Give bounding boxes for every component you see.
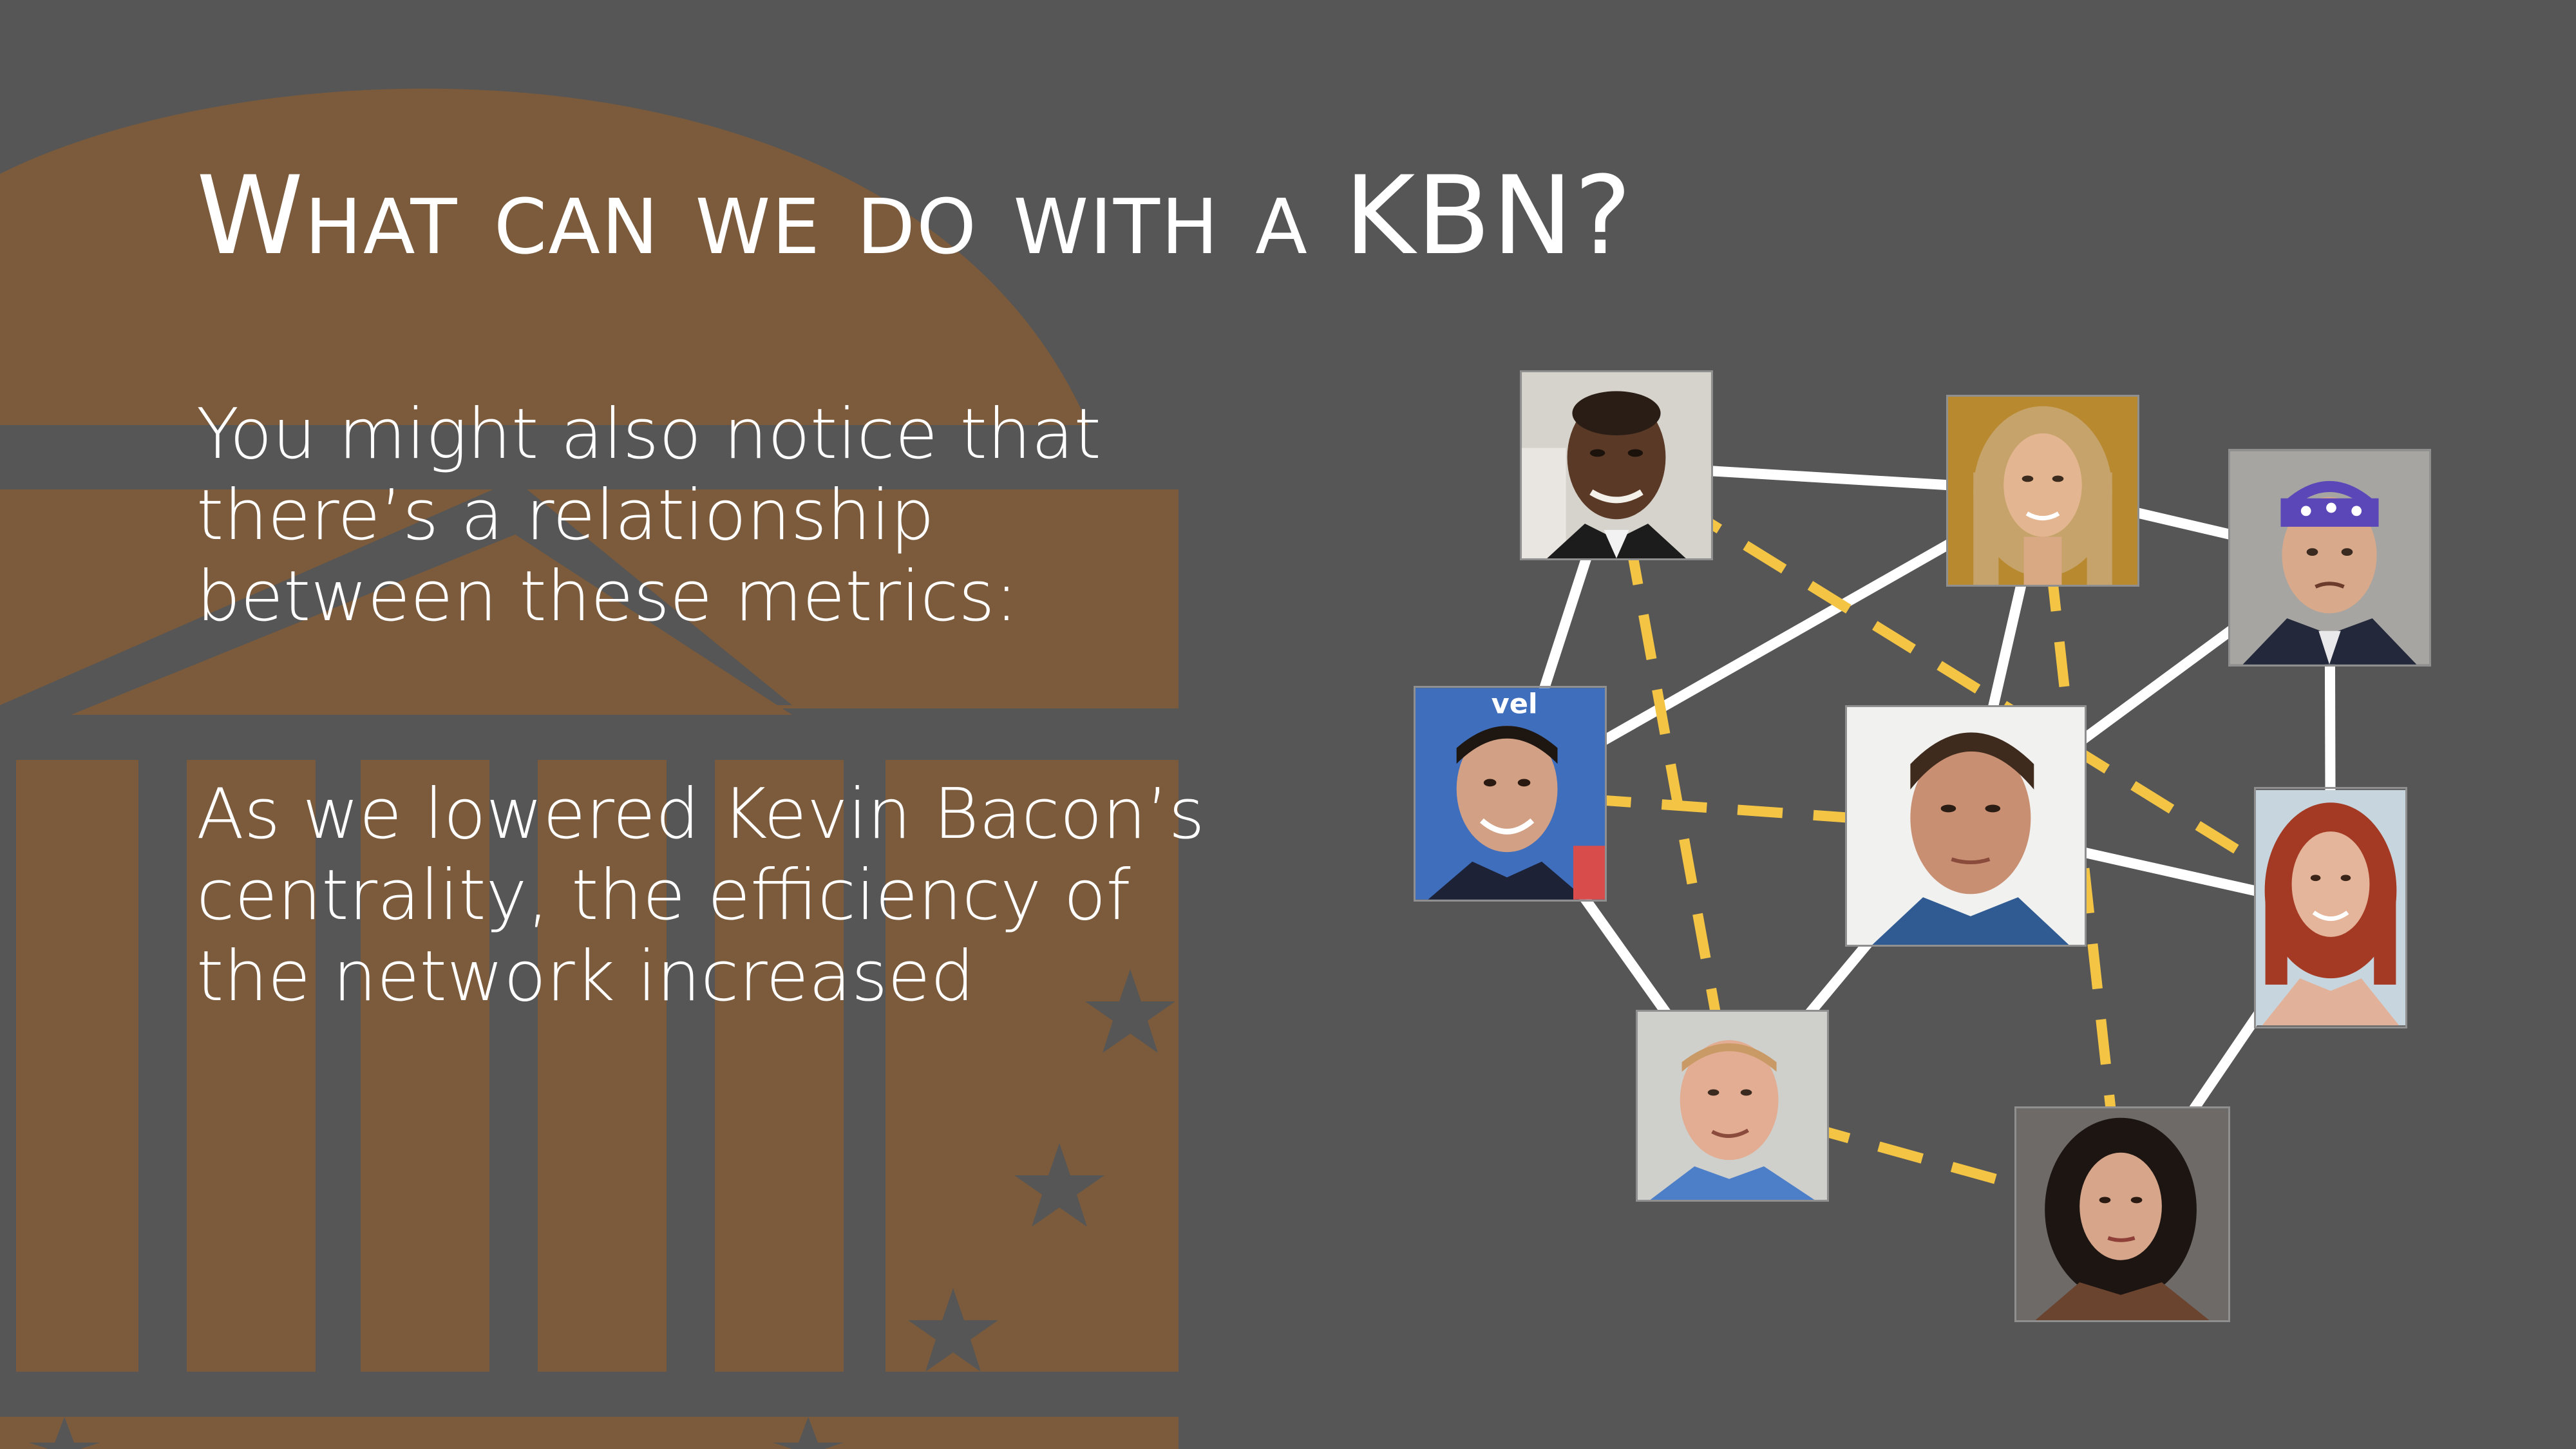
portrait-7 xyxy=(1636,1010,1829,1202)
emblem-dome xyxy=(0,88,1088,425)
svg-text:vel: vel xyxy=(1492,688,1538,721)
body-paragraph-2: As we lowered Kevin Bacon’s centrality, … xyxy=(196,774,1205,1017)
portrait-5 xyxy=(1845,705,2087,947)
portrait-2 xyxy=(1946,395,2139,587)
face-icon xyxy=(1948,397,2137,585)
portrait-3 xyxy=(2228,449,2431,667)
face-icon xyxy=(2230,451,2429,665)
face-icon: vel xyxy=(1416,688,1605,900)
portrait-8 xyxy=(2014,1106,2230,1322)
face-icon xyxy=(1638,1012,1827,1200)
face-icon xyxy=(2016,1108,2228,1320)
face-icon xyxy=(1847,707,2085,945)
emblem-columns xyxy=(16,760,1179,1372)
emblem-stars xyxy=(29,969,1175,1449)
face-icon xyxy=(2256,790,2405,1026)
portrait-4: vel xyxy=(1414,686,1607,902)
dashed-edge-portrait-1-portrait-6 xyxy=(1613,460,2334,913)
body-paragraph-1: You might also notice that there’s a rel… xyxy=(196,394,1101,637)
portrait-6 xyxy=(2254,787,2407,1028)
dashed-edge-portrait-1-portrait-7 xyxy=(1611,464,1738,1107)
emblem-base xyxy=(0,1417,1179,1449)
portrait-1 xyxy=(1520,370,1713,560)
slide-title: What can we do with a KBN? xyxy=(196,153,1633,279)
face-icon xyxy=(1522,372,1711,558)
